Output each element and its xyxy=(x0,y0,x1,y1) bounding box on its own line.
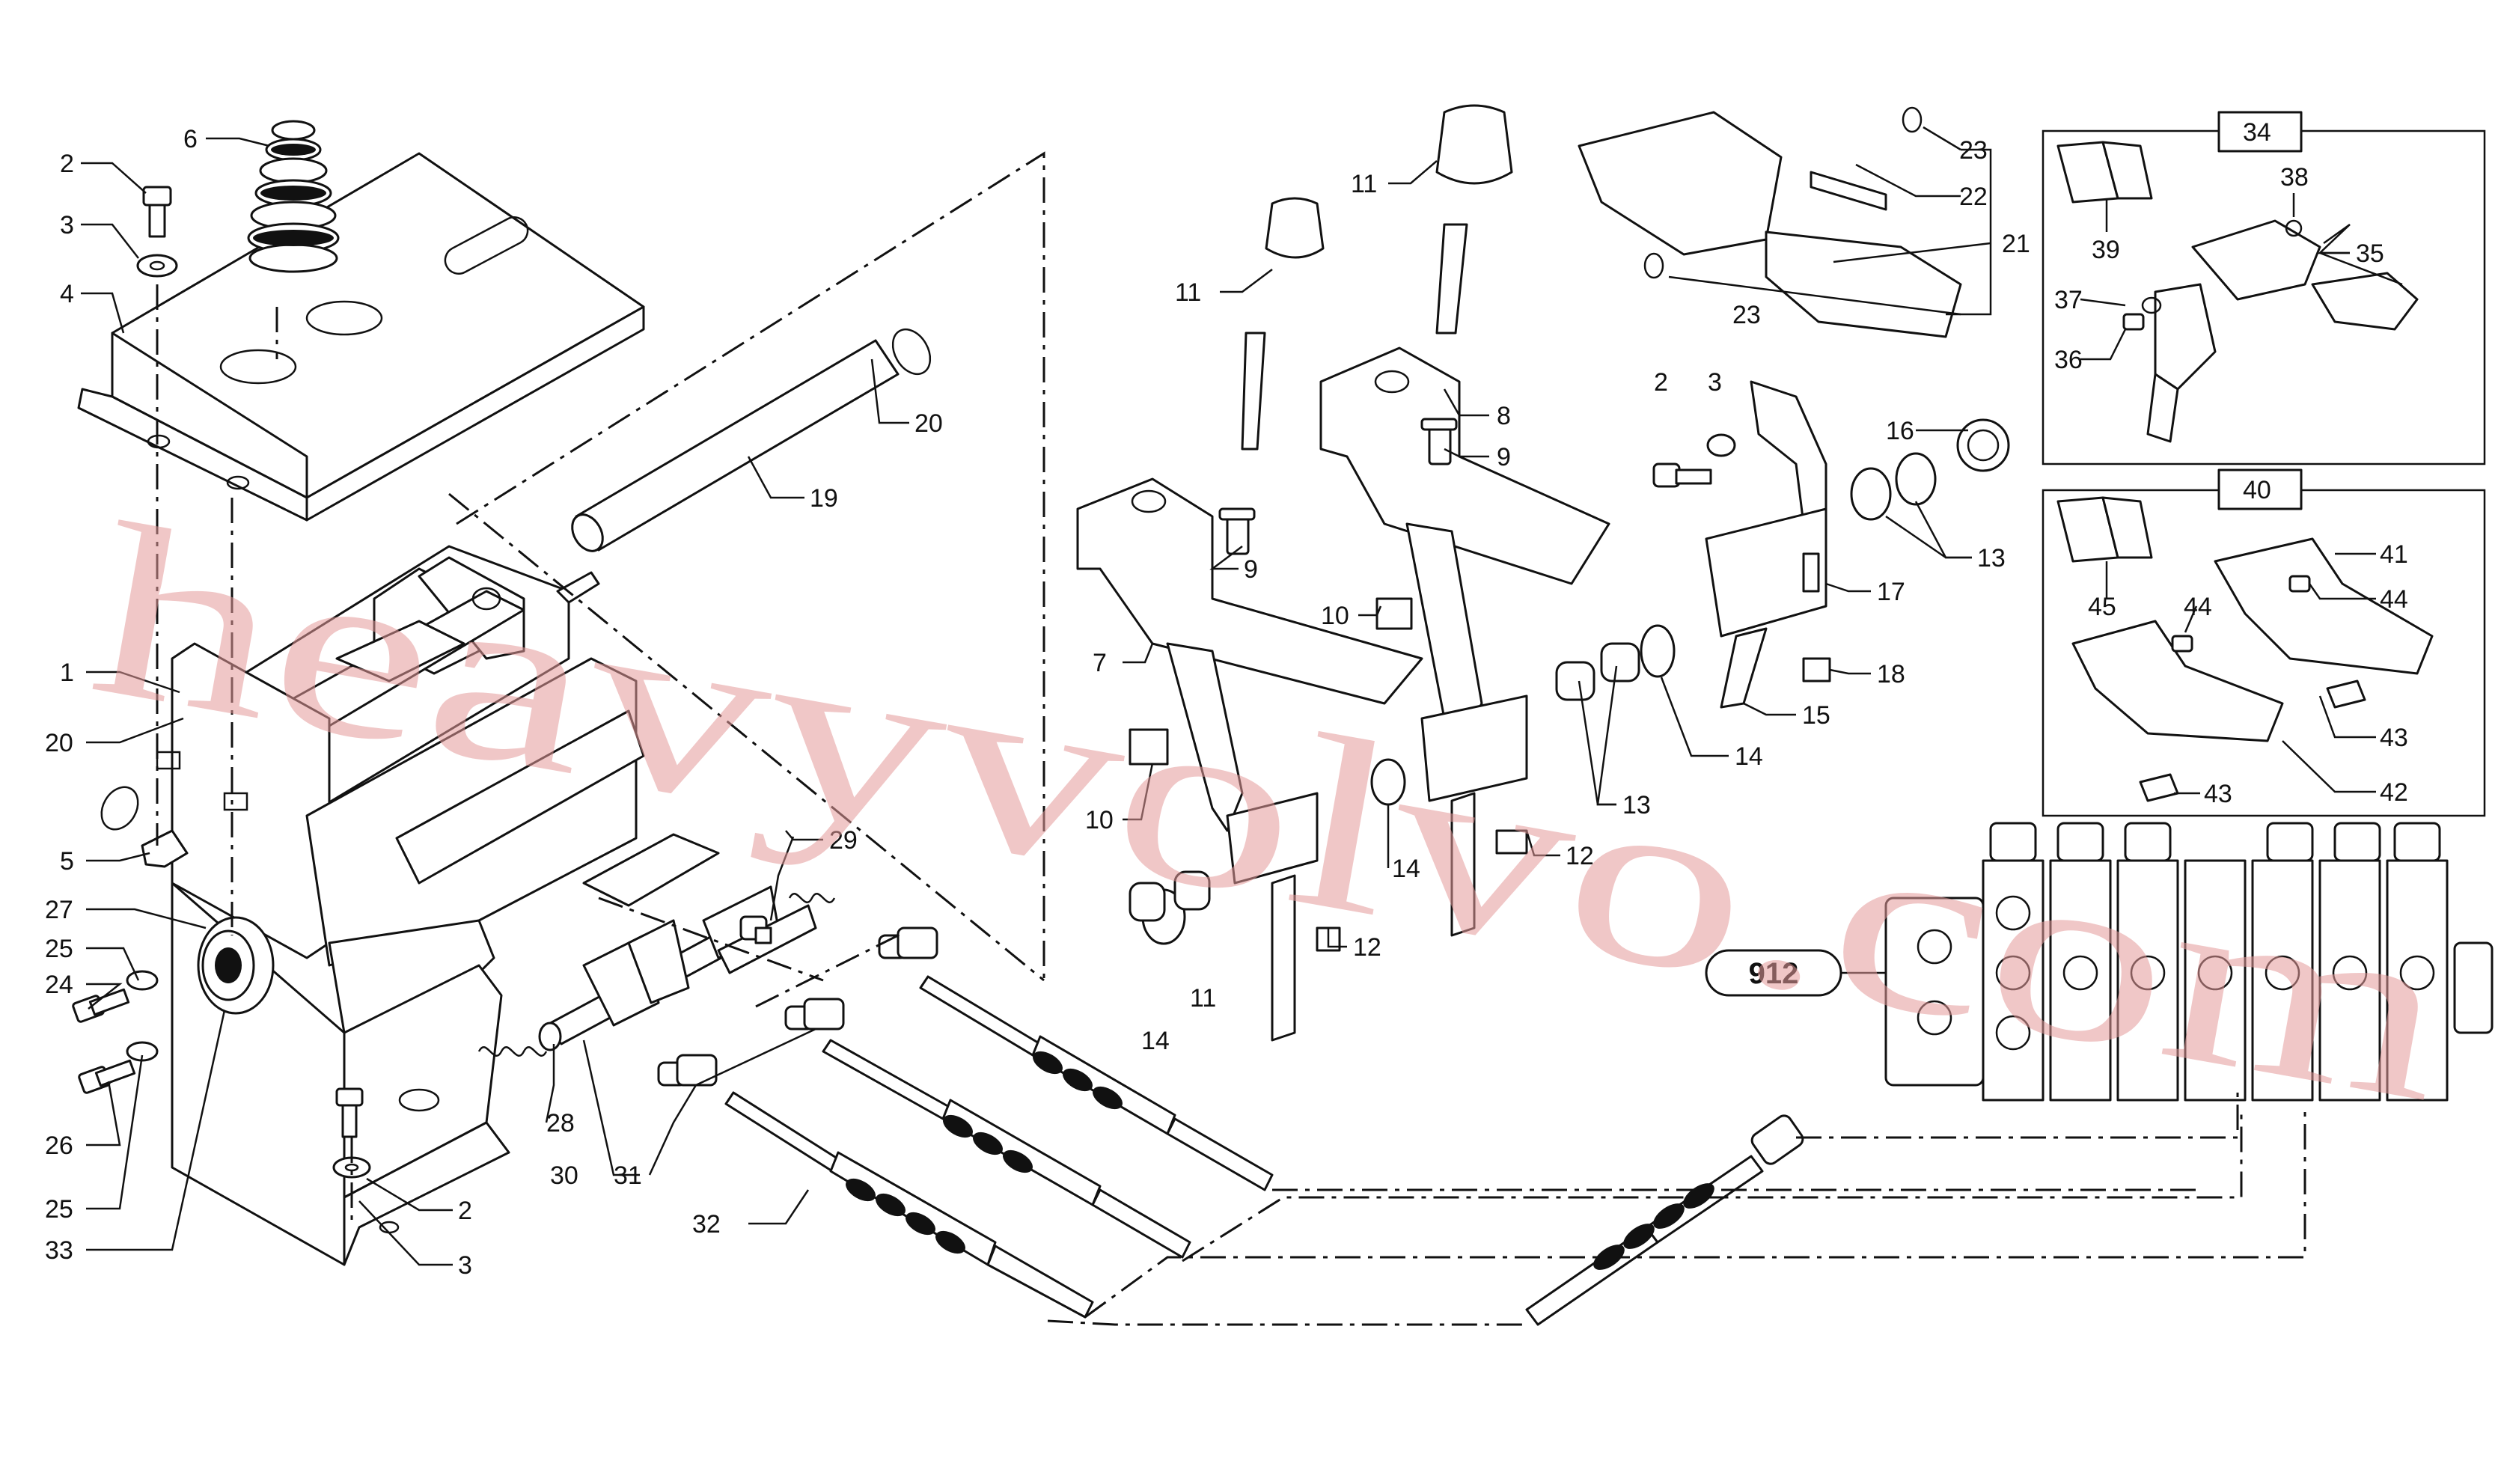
callout-10: 10 xyxy=(1321,602,1349,630)
inset-box-34 xyxy=(2042,111,2486,465)
callout-13: 13 xyxy=(1622,791,1651,819)
callout-11: 11 xyxy=(1351,170,1377,198)
callout-28: 28 xyxy=(546,1109,575,1138)
callout-38: 38 xyxy=(2280,163,2309,192)
pedal-assembly xyxy=(1578,106,1962,338)
rod-ends xyxy=(657,926,938,1087)
callout-20: 20 xyxy=(45,729,73,757)
callout-22: 22 xyxy=(1959,183,1988,211)
bushings-center xyxy=(1129,624,1676,952)
bolt-top xyxy=(136,186,178,278)
callout-2: 2 xyxy=(60,150,74,178)
callout-44: 44 xyxy=(2184,593,2212,621)
callout-4: 4 xyxy=(60,280,74,308)
inset-box-40 xyxy=(2042,468,2486,817)
callout-23: 23 xyxy=(1732,301,1761,329)
callout-3: 3 xyxy=(458,1251,472,1280)
callout-17: 17 xyxy=(1877,578,1905,606)
callout-12: 12 xyxy=(1566,842,1594,870)
callout-36: 36 xyxy=(2054,346,2083,374)
bolt-lower xyxy=(332,1087,371,1179)
callout-41: 41 xyxy=(2380,540,2408,569)
callout-29: 29 xyxy=(829,826,858,855)
callout-24: 24 xyxy=(45,971,73,999)
callout-12: 12 xyxy=(1353,933,1381,962)
reference-label: 912 xyxy=(1749,957,1799,990)
callout-11: 11 xyxy=(1190,984,1216,1013)
callout-6: 6 xyxy=(183,125,198,153)
lever-right xyxy=(1319,104,1610,937)
connection-lines xyxy=(156,151,2306,1326)
callout-33: 33 xyxy=(45,1236,73,1265)
shaft xyxy=(571,328,932,552)
callout-15: 15 xyxy=(1802,701,1830,730)
callout-14: 14 xyxy=(1735,742,1763,771)
callout-44: 44 xyxy=(2380,585,2408,614)
callout-3: 3 xyxy=(1708,368,1722,397)
callout-2: 2 xyxy=(458,1197,472,1225)
callout-14: 14 xyxy=(1392,855,1420,883)
callout-10: 10 xyxy=(1085,806,1114,834)
callout-26: 26 xyxy=(45,1132,73,1160)
linkage-assembly xyxy=(477,885,836,1057)
callout-25: 25 xyxy=(45,935,73,963)
control-valve xyxy=(1884,822,2494,1102)
lever-left xyxy=(1076,197,1423,1042)
callout-21: 21 xyxy=(2002,230,2030,258)
callout-1: 1 xyxy=(60,659,74,687)
small-lever xyxy=(1652,380,2010,709)
callout-34: 34 xyxy=(2243,118,2271,147)
callout-18: 18 xyxy=(1877,660,1905,688)
callout-27: 27 xyxy=(45,896,73,924)
callout-7: 7 xyxy=(1093,649,1107,677)
callout-32: 32 xyxy=(692,1210,721,1239)
rubber-boot xyxy=(247,120,340,273)
callout-30: 30 xyxy=(550,1161,578,1190)
callout-23: 23 xyxy=(1959,136,1988,165)
circlip-left xyxy=(100,786,139,831)
leader-lines xyxy=(81,126,2403,1266)
callout-8: 8 xyxy=(1497,402,1511,430)
reference-badge: 912 xyxy=(1705,949,1886,997)
callouts: 2 3 4 6 1 20 5 27 25 24 26 25 33 2 3 20 … xyxy=(45,118,2408,1280)
control-cables xyxy=(724,975,1804,1326)
callout-13: 13 xyxy=(1977,544,2006,572)
guide-clip xyxy=(141,829,189,868)
callout-37: 37 xyxy=(2054,286,2083,314)
callout-20: 20 xyxy=(914,409,943,438)
cover-plate xyxy=(77,152,645,522)
callout-40: 40 xyxy=(2243,476,2271,504)
callout-5: 5 xyxy=(60,847,74,876)
callout-31: 31 xyxy=(614,1161,642,1190)
callout-42: 42 xyxy=(2380,778,2408,807)
callout-35: 35 xyxy=(2356,239,2384,268)
callout-9: 9 xyxy=(1244,555,1258,584)
callout-39: 39 xyxy=(2092,236,2120,264)
callout-2: 2 xyxy=(1654,368,1668,397)
callout-25: 25 xyxy=(45,1195,73,1224)
callout-16: 16 xyxy=(1886,417,1914,445)
callout-45: 45 xyxy=(2088,593,2116,621)
callout-3: 3 xyxy=(60,211,74,239)
callout-43: 43 xyxy=(2204,780,2232,808)
callout-9: 9 xyxy=(1497,443,1511,471)
callout-19: 19 xyxy=(810,484,838,513)
callout-11: 11 xyxy=(1175,278,1201,307)
callout-14: 14 xyxy=(1141,1027,1170,1055)
bearing-unit xyxy=(72,916,275,1094)
callout-43: 43 xyxy=(2380,724,2408,752)
